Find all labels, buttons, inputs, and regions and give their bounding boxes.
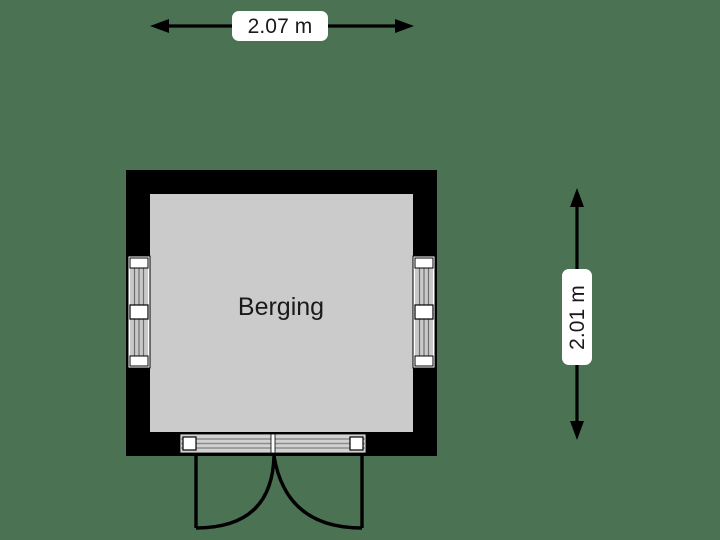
dimension-label-height-text: 2.01 m xyxy=(565,284,589,350)
door-swing-arc-right xyxy=(272,455,363,530)
arrowhead-down-icon xyxy=(570,421,584,440)
window-right-top-jamb xyxy=(414,257,434,269)
window-right xyxy=(412,255,436,369)
room-label-berging: Berging xyxy=(237,293,325,321)
door-hinge-right xyxy=(349,436,364,451)
dimension-label-height: 2.01 m xyxy=(562,269,592,365)
window-left xyxy=(127,255,151,369)
window-left-bottom-jamb xyxy=(129,355,149,367)
door-swing-arc-left xyxy=(195,455,276,530)
window-right-center-mullion xyxy=(414,304,434,320)
door-hinge-left xyxy=(182,436,197,451)
window-right-bottom-jamb xyxy=(414,355,434,367)
arrowhead-up-icon xyxy=(570,188,584,207)
door-double-bottom xyxy=(179,433,367,530)
dimension-label-width: 2.07 m xyxy=(232,11,328,41)
window-left-center-mullion xyxy=(129,304,149,320)
door-center-stile xyxy=(270,433,276,454)
window-left-top-jamb xyxy=(129,257,149,269)
arrowhead-right-icon xyxy=(395,19,414,33)
arrowhead-left-icon xyxy=(150,19,169,33)
floor-fill-berging xyxy=(150,194,413,432)
